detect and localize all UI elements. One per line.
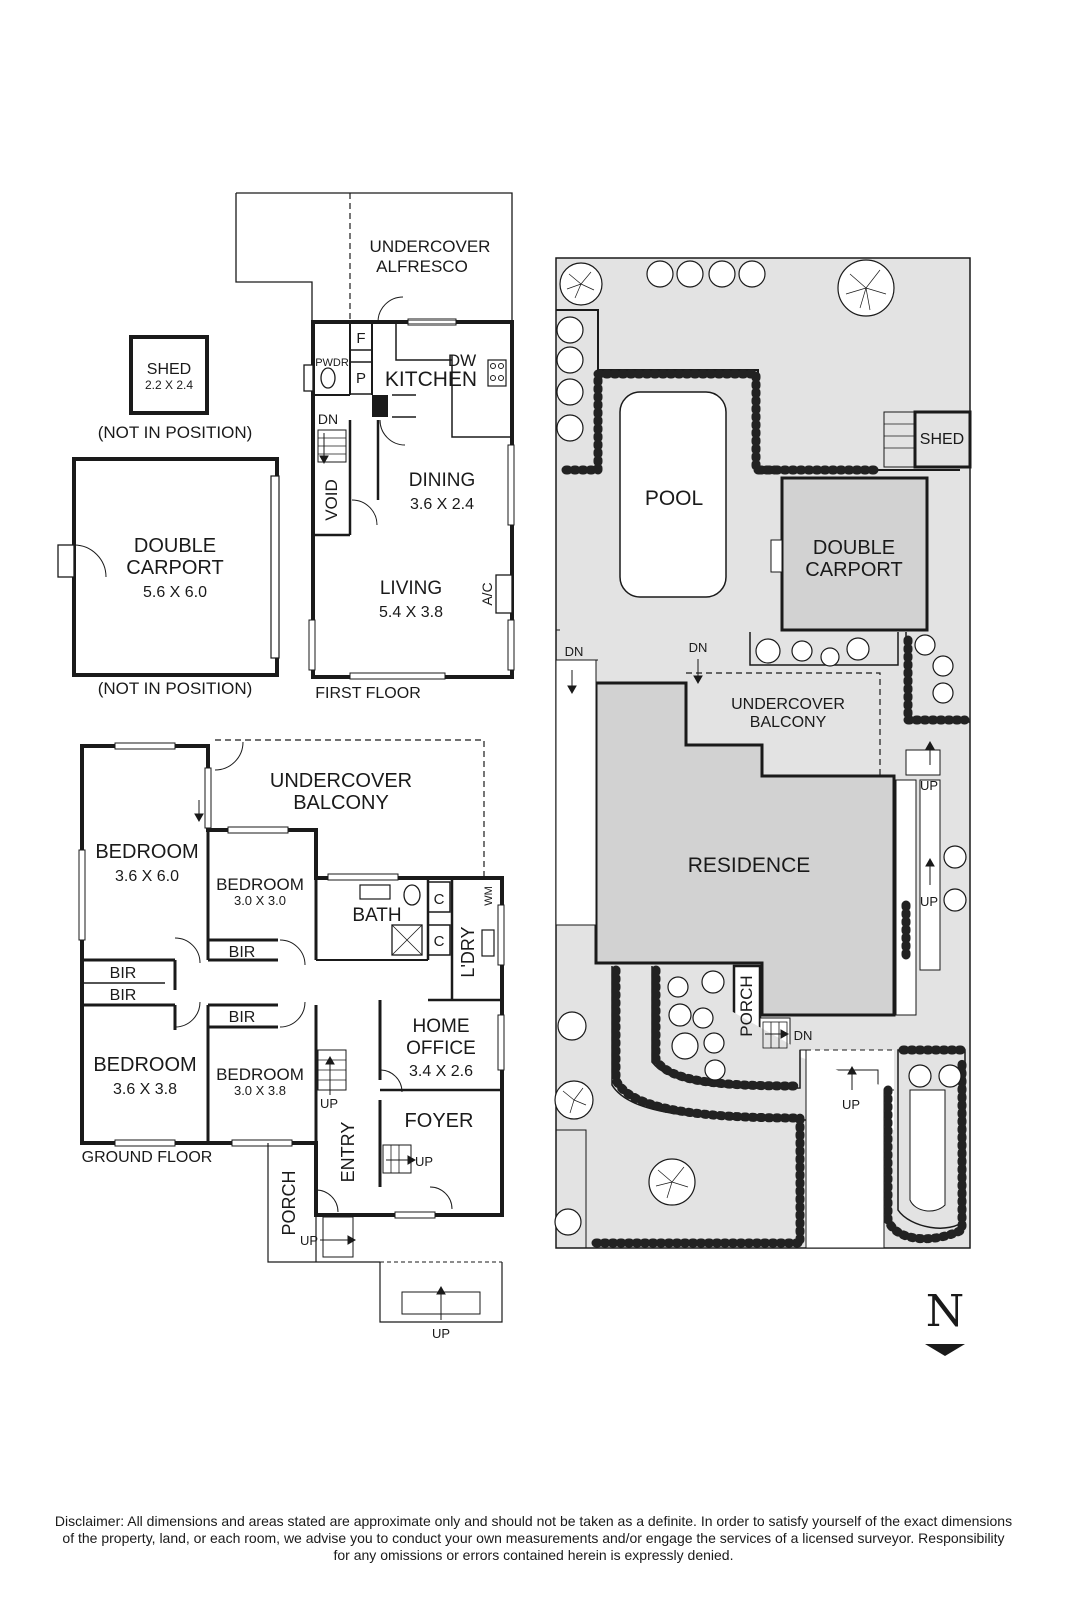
north-arrow-label: N [926,1286,965,1337]
dining-label: DINING [409,470,476,491]
ground-balcony-label-line1: UNDERCOVER [270,770,412,792]
disclaimer-line-2: of the property, land, or each room, we … [62,1530,1005,1546]
bir-label-bedroom3: BIR [110,987,137,1004]
bedroom1-label: BEDROOM [95,841,198,863]
bir-label-bedroom2: BIR [229,944,256,961]
home-office-label-line2: OFFICE [406,1038,476,1059]
residence-label: RESIDENCE [688,854,811,877]
kitchen-label: KITCHEN [385,368,477,391]
carport-dimensions: 5.6 X 6.0 [143,584,207,601]
site-up-label-front: UP [842,1097,860,1112]
bir-label-bedroom1: BIR [110,965,137,982]
disclaimer: Disclaimer: All dimensions and areas sta… [10,1513,1057,1564]
ground-balcony-label-line2: BALCONY [293,792,389,814]
bedroom3-label: BEDROOM [93,1054,196,1076]
living-dimensions: 5.4 X 3.8 [379,604,443,621]
shed-note: (NOT IN POSITION) [98,423,253,442]
shed-dimensions: 2.2 X 2.4 [145,378,193,392]
foyer-label: FOYER [405,1110,474,1132]
site-porch-label: PORCH [737,975,756,1036]
shed-plan [129,335,209,415]
site-plan [554,257,972,1356]
site-shed-label: SHED [920,431,964,448]
site-dn-label-balcony: DN [689,640,708,655]
entry-label: ENTRY [338,1122,358,1183]
linen-cupboard-2: C [434,933,445,950]
ground-floor-arrows [194,440,446,1320]
shed-label: SHED [147,361,191,378]
bedroom2-dimensions: 3.0 X 3.0 [234,893,286,908]
first-floor-label: FIRST FLOOR [315,685,421,702]
pantry-label: P [356,370,366,387]
bedroom4-dimensions: 3.0 X 3.8 [234,1083,286,1098]
porch-up-label: UP [300,1233,318,1248]
carport-plan [57,457,280,677]
powder-label: PWDR [315,357,349,369]
bath-label: BATH [352,905,401,926]
alfresco-label-line1: UNDERCOVER [370,237,491,256]
site-up-label-2: UP [920,894,938,909]
foyer-up-label: UP [415,1154,433,1169]
site-dn-label-side: DN [565,644,584,659]
bedroom2-label: BEDROOM [216,875,304,894]
site-dn-label-porch: DN [794,1028,813,1043]
site-up-label-1: UP [920,778,938,793]
ground-floor-plan [78,739,505,1323]
fridge-label: F [356,330,365,347]
disclaimer-line-1: Disclaimer: All dimensions and areas sta… [54,1513,1013,1529]
bedroom4-label: BEDROOM [216,1065,304,1084]
void-label: VOID [322,479,341,521]
bedroom3-dimensions: 3.6 X 3.8 [113,1081,177,1098]
living-label: LIVING [380,578,442,599]
disclaimer-line-3: for any omissions or errors contained he… [333,1547,734,1563]
front-steps-up-label: UP [432,1326,450,1341]
carport-label-line1: DOUBLE [134,535,216,557]
carport-note: (NOT IN POSITION) [98,679,253,698]
bedroom1-dimensions: 3.6 X 6.0 [115,868,179,885]
first-floor-plan [235,192,515,680]
home-office-dimensions: 3.4 X 2.6 [409,1063,473,1080]
site-balcony-label-line1: UNDERCOVER [731,696,845,713]
ground-floor-label: GROUND FLOOR [82,1149,213,1166]
site-carport-label-line1: DOUBLE [813,537,895,559]
bir-label-bedroom4: BIR [229,1009,256,1026]
dishwasher-label: DW [448,351,476,370]
site-balcony-label-line2: BALCONY [750,714,827,731]
stair-up-label: UP [320,1096,338,1111]
first-floor-dn-label: DN [318,411,338,427]
ground-porch-label: PORCH [279,1170,299,1235]
alfresco-label-line2: ALFRESCO [376,257,468,276]
washing-machine-label: WM [483,886,495,906]
ac-label: A/C [479,582,495,605]
pool-label: POOL [645,487,703,510]
dining-dimensions: 3.6 X 2.4 [410,496,474,513]
home-office-label-line1: HOME [413,1016,470,1037]
carport-label-line2: CARPORT [126,557,223,579]
laundry-label: L'DRY [458,926,478,977]
site-carport-label-line2: CARPORT [805,559,902,581]
linen-cupboard-1: C [434,891,445,908]
